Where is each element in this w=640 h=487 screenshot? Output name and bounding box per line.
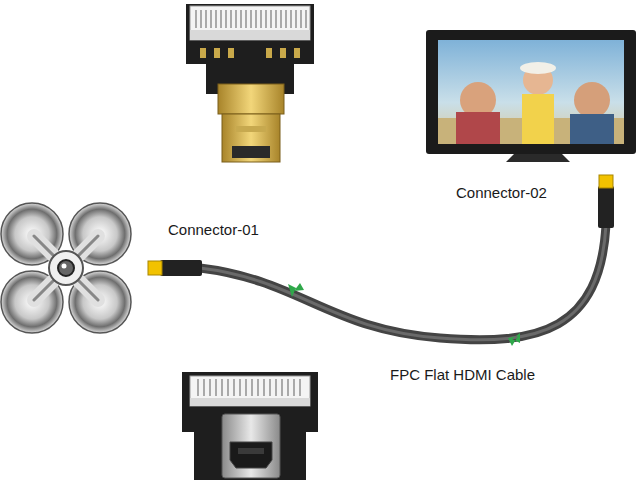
tv-monitor [426, 30, 636, 162]
part-label: Connector-02 [456, 184, 547, 202]
fpc-flat-hdmi-cable [148, 175, 614, 346]
micro-hdmi-adapter [186, 4, 314, 162]
drone-icon [1, 203, 131, 333]
hdmi-female-adapter [182, 372, 318, 480]
part-label: Connector-01 [168, 221, 259, 239]
part-label: FPC Flat HDMI Cable [390, 366, 535, 384]
